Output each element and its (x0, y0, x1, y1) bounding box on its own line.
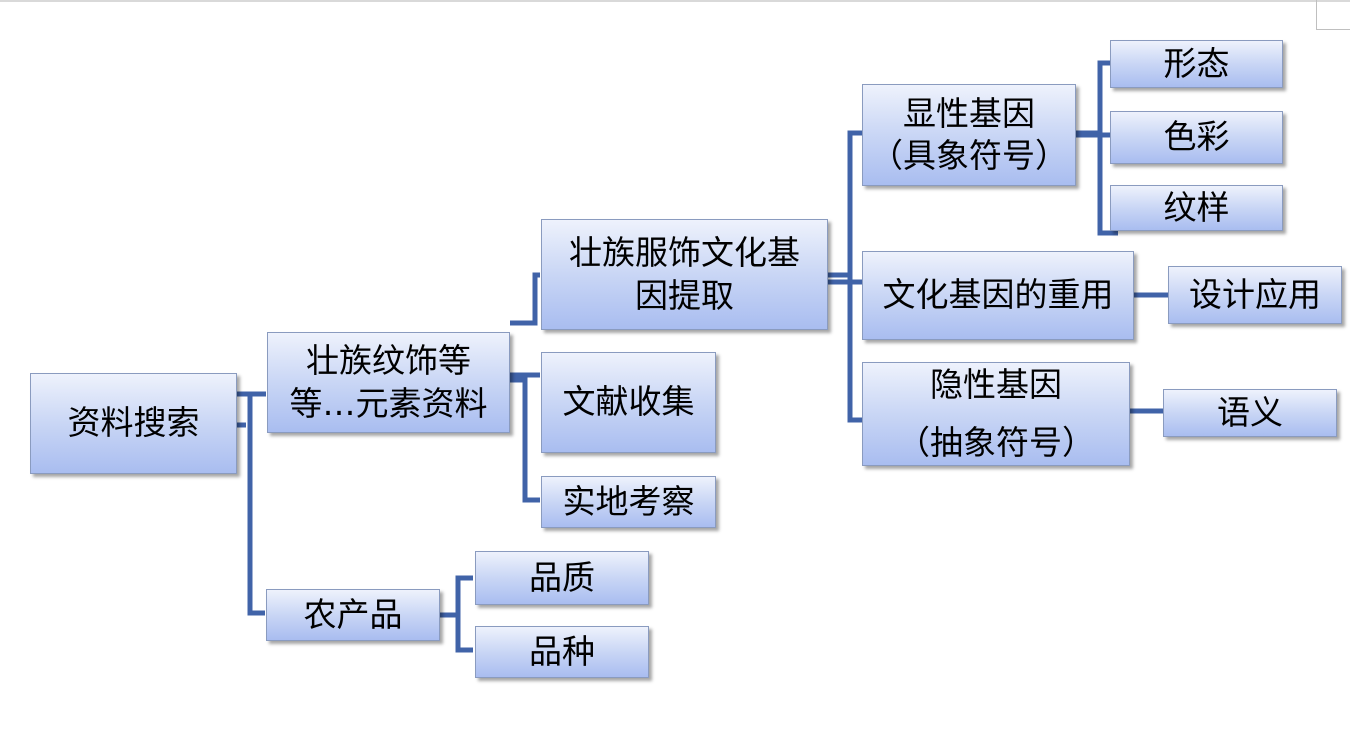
node-design-application: 设计应用 (1168, 266, 1342, 324)
node-field-survey: 实地考察 (541, 476, 716, 528)
node-cultural-gene-reuse: 文化基因的重用 (862, 251, 1134, 340)
node-pattern: 纹样 (1110, 185, 1283, 231)
connector-extraction-to-children (828, 130, 862, 423)
node-literature-collection: 文献收集 (541, 352, 716, 453)
page-corner-mark (1316, 0, 1350, 30)
node-gene-extraction: 壮族服饰文化基 因提取 (541, 219, 828, 330)
connector-agri-to-children (440, 575, 473, 653)
node-semantics: 语义 (1163, 389, 1337, 437)
node-variety: 品种 (475, 626, 649, 678)
node-explicit-gene: 显性基因 （具象符号） (862, 84, 1076, 186)
node-form: 形态 (1110, 40, 1283, 88)
node-root-data-search: 资料搜索 (30, 373, 237, 474)
node-color: 色彩 (1110, 111, 1283, 164)
node-element-materials: 壮族纹饰等 等…元素资料 (267, 332, 510, 433)
node-agri-products: 农产品 (266, 589, 440, 641)
connector-elements-to-children (510, 272, 540, 503)
connector-explicit-to-children (1076, 60, 1118, 236)
node-implicit-gene: 隐性基因 （抽象符号） (862, 362, 1130, 466)
node-quality: 品质 (475, 551, 649, 605)
connector-root-to-branches (237, 391, 265, 616)
document-top-border (0, 0, 1350, 2)
